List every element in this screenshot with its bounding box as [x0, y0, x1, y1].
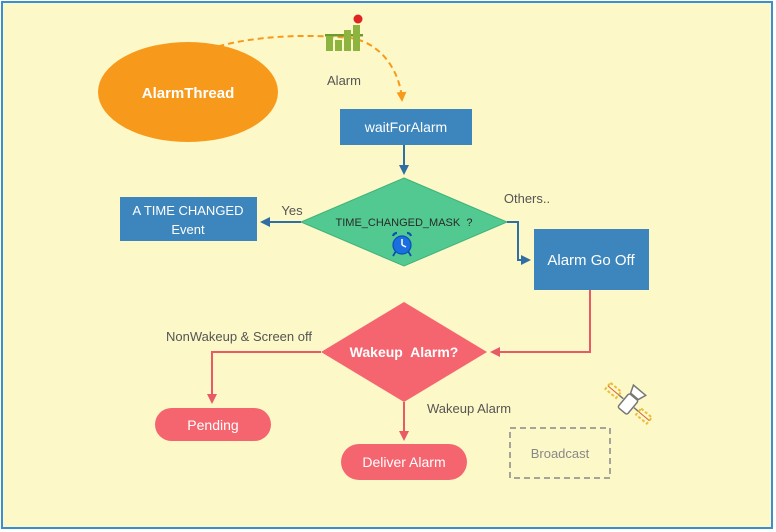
connector-alarmthread-to-waitforalarm	[189, 34, 407, 102]
alarm-thread-label: AlarmThread	[142, 85, 235, 102]
satellite-icon	[603, 381, 654, 426]
connector-decision-others	[507, 221, 531, 265]
connector-alarmgooff-to-wakeup	[490, 290, 591, 357]
edge-label-others: Others..	[504, 191, 550, 206]
pending-label: Pending	[187, 417, 238, 433]
broadcast-node	[509, 427, 611, 479]
deliver-alarm-node	[341, 444, 467, 480]
time-changed-event-node	[120, 197, 257, 241]
edge-label-nonwakeup: NonWakeup & Screen off	[166, 329, 312, 344]
edge-label-yes: Yes	[281, 203, 303, 218]
alarm-thread-node	[98, 42, 278, 142]
deliver-alarm-label: Deliver Alarm	[362, 454, 445, 470]
connector-wakeup-nonwakeup	[207, 351, 321, 404]
wait-for-alarm-node	[340, 109, 472, 145]
alarm-icon-label: Alarm	[327, 73, 361, 88]
time-changed-event-label-line1: A TIME CHANGED	[132, 203, 243, 218]
time-changed-decision-label: TIME_CHANGED_MASK ?	[336, 217, 473, 229]
time-changed-decision-node	[299, 177, 509, 267]
wakeup-alarm-decision-node	[321, 302, 487, 402]
time-changed-event-label-line2: Event	[171, 222, 205, 237]
alarm-clock-icon	[391, 231, 413, 257]
broadcast-label: Broadcast	[531, 446, 590, 461]
alarm-go-off-label: Alarm Go Off	[547, 252, 635, 269]
pending-node	[155, 408, 271, 441]
alarm-go-off-node	[534, 229, 649, 290]
wakeup-alarm-decision-label: Wakeup Alarm?	[350, 344, 459, 360]
edge-label-wakeup: Wakeup Alarm	[427, 401, 511, 416]
bar-chart-icon	[325, 14, 363, 51]
wait-for-alarm-label: waitForAlarm	[364, 119, 447, 135]
